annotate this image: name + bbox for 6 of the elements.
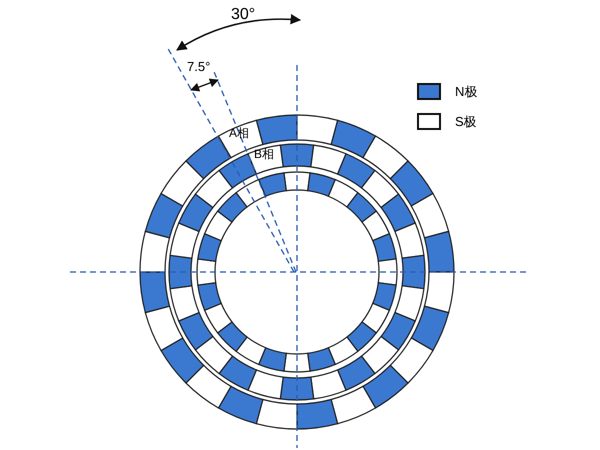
angle-label: 7.5° (187, 60, 210, 73)
phase-label: A相 (229, 127, 250, 139)
angle-label: 30° (231, 7, 256, 23)
legend-label: S极 (455, 115, 477, 128)
legend-label: N极 (455, 85, 478, 98)
phase-label: B相 (254, 148, 274, 160)
